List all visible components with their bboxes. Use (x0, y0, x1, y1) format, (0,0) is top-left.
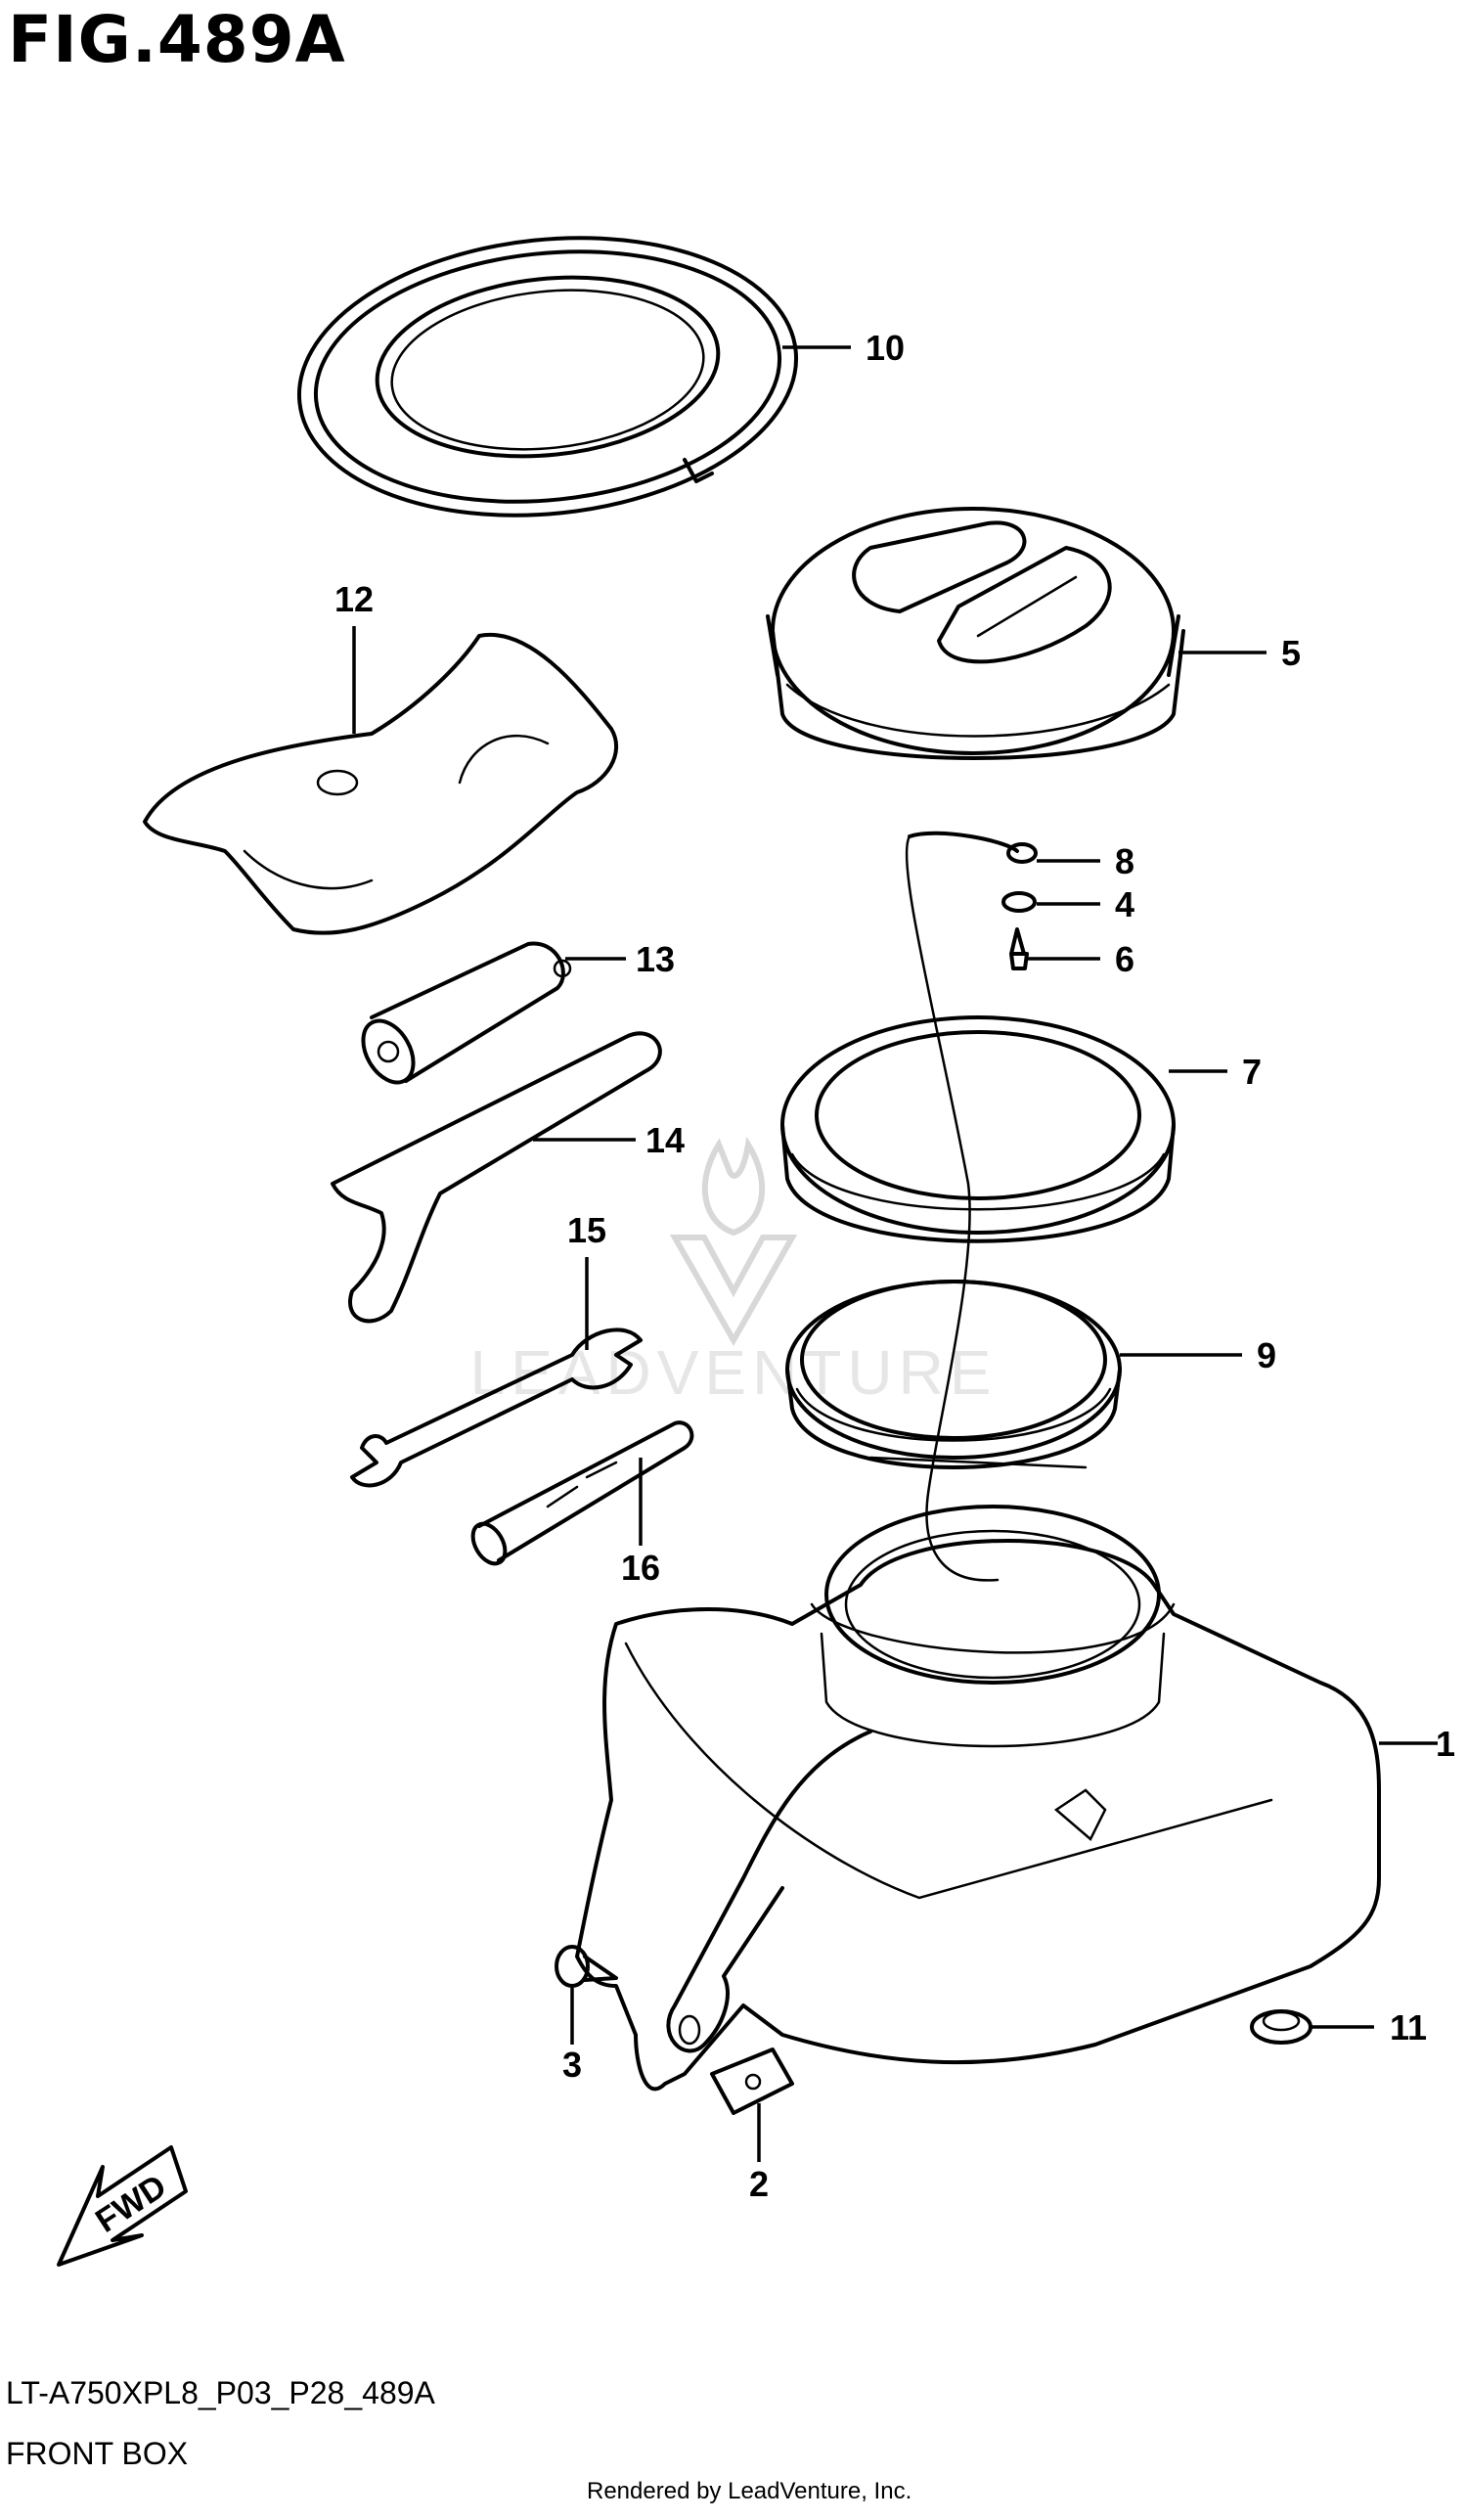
part-4-washer (1001, 891, 1037, 913)
callout-8: 8 (1115, 841, 1134, 881)
part-11-grommet (1250, 2009, 1312, 2045)
part-6-screw (1009, 927, 1029, 970)
part-3-screw (555, 1945, 618, 1988)
callout-13: 13 (636, 939, 675, 979)
section-name: FRONT BOX (6, 2436, 189, 2471)
model-code: LT-A750XPL8_P03_P28_489A (6, 2375, 435, 2410)
callout-11: 11 (1390, 2007, 1427, 2048)
tether-wire (905, 834, 1000, 1582)
callout-labels: 1 2 3 4 5 6 7 8 9 10 11 12 13 14 15 16 (334, 328, 1455, 2204)
part-2-clip (710, 2048, 794, 2115)
callout-3: 3 (562, 2045, 582, 2085)
figure-title: FIG.489A (8, 2, 346, 77)
callout-9: 9 (1257, 1335, 1276, 1375)
part-10-gasket (296, 236, 799, 518)
callout-12: 12 (334, 579, 374, 619)
callout-5: 5 (1281, 633, 1301, 673)
callout-7: 7 (1242, 1052, 1262, 1092)
part-16-socket (470, 1420, 694, 1566)
part-14-spanner (331, 1031, 662, 1324)
render-credit: Rendered by LeadVenture, Inc. (587, 2478, 912, 2504)
part-8-terminal (908, 831, 1038, 864)
part-1-front-box (575, 1505, 1381, 2092)
leader-lines (352, 345, 1438, 2162)
part-13-cylinder (361, 941, 572, 1085)
part-15-wrench (350, 1328, 643, 1488)
part-5-cap (766, 507, 1185, 760)
part-9-threaded-ring (785, 1280, 1122, 1469)
callout-14: 14 (645, 1120, 685, 1160)
callout-6: 6 (1115, 939, 1134, 979)
fwd-arrow-icon: FWD (57, 2145, 188, 2267)
callout-4: 4 (1115, 884, 1134, 924)
part-7-ring (780, 1015, 1176, 1243)
callout-1: 1 (1436, 1724, 1455, 1764)
callout-16: 16 (621, 1548, 660, 1588)
watermark-text: LEADVENTURE (470, 1337, 998, 1408)
watermark-logo: LEADVENTURE (470, 1136, 998, 1408)
part-12-tool-pouch (143, 632, 618, 935)
callout-2: 2 (749, 2164, 769, 2204)
callout-10: 10 (866, 328, 905, 368)
callout-15: 15 (567, 1210, 606, 1250)
